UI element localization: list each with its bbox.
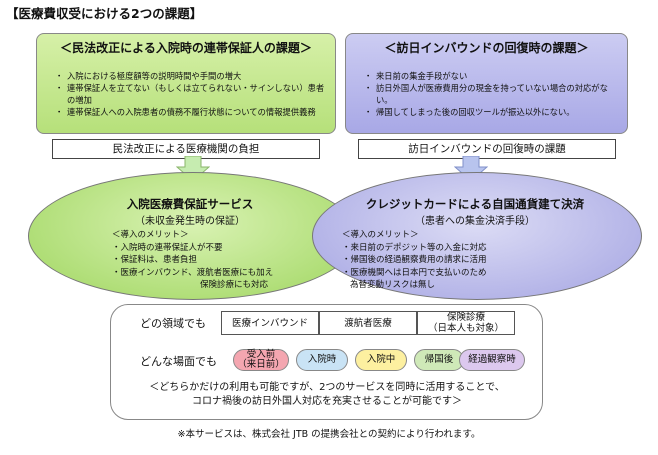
service-guarantee-title: 入院医療費保証サービス	[126, 197, 254, 211]
merit-item: ・保証料は、患者負担	[112, 255, 198, 265]
list-item: 帰国してしまった後の回収ツールが振込以外にない。	[364, 106, 613, 118]
issue-civil-law-list: 入院における極度額等の説明時間や手間の増大 連帯保証人を立てない（もしくは立てら…	[55, 70, 329, 118]
domain-insurance: 保険診療 （日本人も対象）	[417, 311, 515, 335]
burden-inbound: 訪日インバウンドの回復時の課題	[358, 139, 616, 159]
merit-header: ＜導入のメリット＞	[112, 230, 189, 240]
scene-pre-arrival: 受入前 （来日前）	[233, 349, 289, 371]
merit-item: 為替変動リスクは無し	[350, 280, 436, 290]
service-card-payment-merits: ＜導入のメリット＞ ・来日前のデポジット等の入金に対応 ・帰国後の経過観察費用の…	[342, 229, 557, 292]
service-guarantee-subtitle: （未収金発生時の保証）	[135, 216, 245, 227]
issue-inbound-title: ＜訪日インバウンドの回復時の課題＞	[384, 41, 589, 55]
service-guarantee-merits: ＜導入のメリット＞ ・入院時の連帯保証人が不要 ・保証料は、患者負担 ・医療イン…	[112, 229, 327, 292]
merit-item: ・帰国後の経過観察費用の請求に活用	[342, 255, 487, 265]
service-card-payment-subtitle: （患者への集金決済手段）	[415, 216, 535, 227]
list-item: 連帯保証人を立てない（もしくは立てられない・サインしない）患者の増加	[55, 82, 329, 106]
service-card-payment-title: クレジットカードによる自国通貨建て決済	[365, 197, 585, 211]
service-card-payment-ellipse	[312, 172, 642, 300]
scene-follow-up: 経過観察時	[459, 349, 525, 371]
merit-header: ＜導入のメリット＞	[342, 230, 419, 240]
footnote: ※本サービスは、株式会社 JTB の提携会社との契約により行われます。	[177, 429, 481, 440]
scene-hospitalization: 入院中	[355, 349, 407, 371]
issue-inbound-box: ＜訪日インバウンドの回復時の課題＞ 来日前の集金手段がない 訪日外国人が医療費用…	[345, 33, 628, 134]
merit-item: ・医療機関へは日本円で支払いのため	[342, 267, 487, 278]
domain-medical-inbound: 医療インバウンド	[221, 311, 319, 335]
merit-item: ・来日前のデポジット等の入金に対応	[342, 242, 487, 253]
merit-item: ・医療インバウンド、渡航者医療にも加え	[112, 267, 274, 278]
scenes-label: どんな場面でも	[140, 355, 217, 368]
issue-civil-law-box: ＜民法改正による入院時の連帯保証人の課題＞ 入院における極度額等の説明時間や手間…	[36, 33, 336, 134]
list-item: 訪日外国人が医療費用分の現金を持っていない場合の対応がない。	[364, 82, 613, 106]
summary-note: ＜どちらかだけの利用も可能ですが、2つのサービスを同時に活用することで、 コロナ…	[149, 382, 505, 407]
service-guarantee-ellipse	[28, 172, 358, 300]
merit-item: ・入院時の連帯保証人が不要	[112, 242, 223, 253]
list-item: 入院における極度額等の説明時間や手間の増大	[55, 70, 329, 82]
list-item: 連帯保証人への入院患者の債務不履行状態についての情報提供義務	[55, 106, 329, 118]
issue-inbound-list: 来日前の集金手段がない 訪日外国人が医療費用分の現金を持っていない場合の対応がな…	[364, 70, 613, 118]
list-item: 来日前の集金手段がない	[364, 70, 613, 82]
page-title: 【医療費収受における2つの課題】	[6, 6, 203, 21]
domains-label: どの領域でも	[140, 317, 206, 330]
domain-traveler-medical: 渡航者医療	[319, 311, 417, 335]
merit-item: 保険診療にも対応	[200, 280, 269, 290]
issue-civil-law-title: ＜民法改正による入院時の連帯保証人の課題＞	[60, 41, 312, 55]
scene-admission: 入院時	[296, 349, 348, 371]
scene-after-return: 帰国後	[414, 349, 464, 371]
